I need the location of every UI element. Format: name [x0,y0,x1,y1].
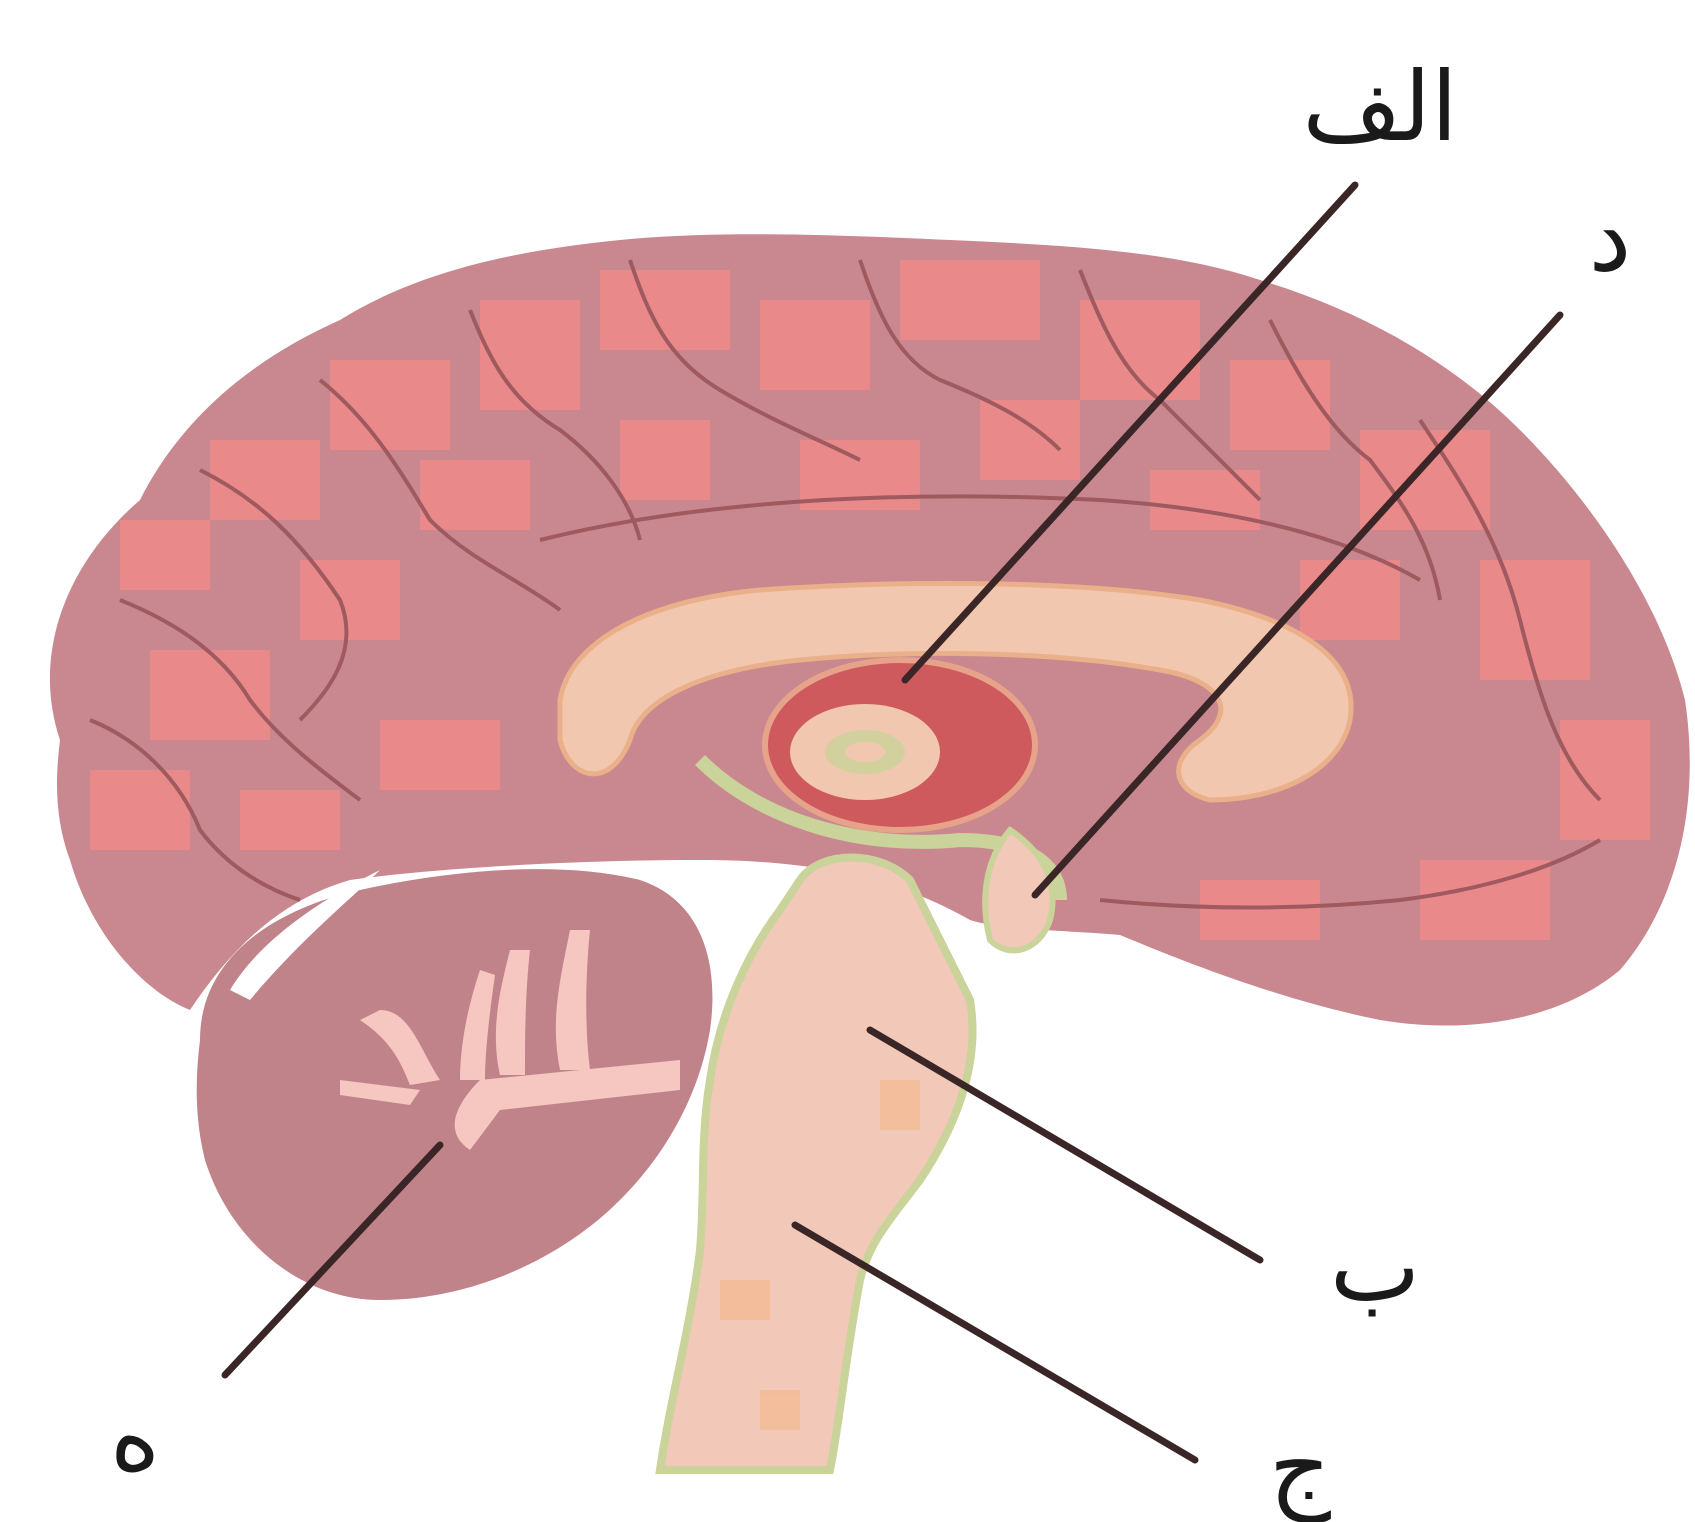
label-a: الف [1302,51,1457,163]
label-c: ج [1269,1411,1331,1522]
leader-line-c [795,1225,1195,1460]
cerebellum [197,869,713,1300]
brainstem [660,858,973,1471]
label-e: ه [110,1381,160,1493]
label-b: ب [1330,1211,1420,1323]
thalamus [765,660,1035,830]
label-d: د [1589,181,1632,293]
